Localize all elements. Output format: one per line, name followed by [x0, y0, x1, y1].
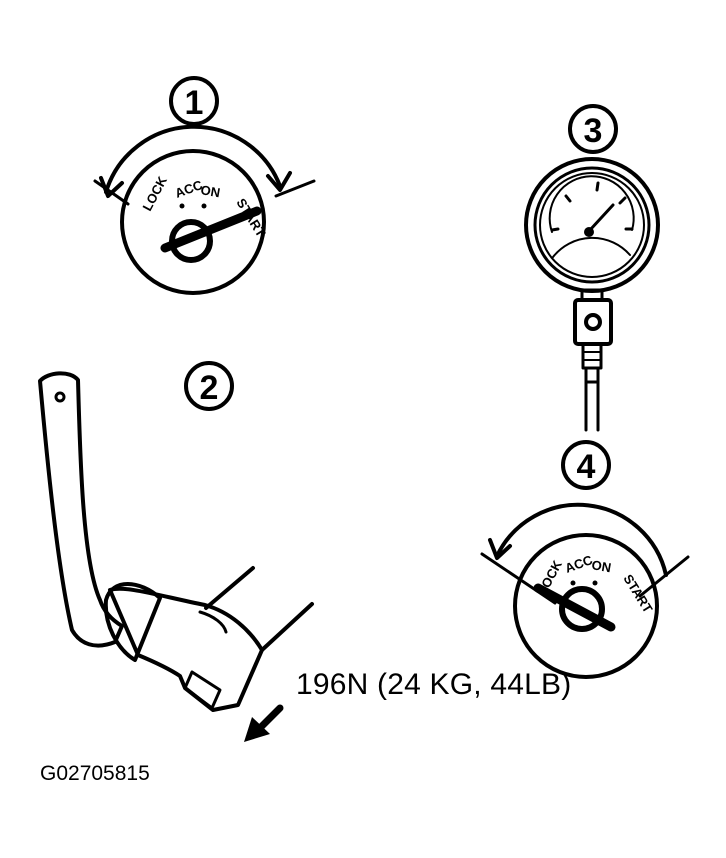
down-left-arrow-icon — [244, 704, 284, 742]
callout-4-label: 4 — [577, 448, 596, 486]
force-label: 196N (24 KG, 44LB) — [296, 668, 572, 701]
switch1-on-label: ON — [199, 182, 221, 200]
callout-1: 1 — [169, 76, 219, 126]
ignition-switch-icon: LOCK ACC ON START — [480, 502, 690, 679]
ignition-switch-icon: LOCK ACC ON START — [93, 124, 316, 295]
brake-pedal-icon — [38, 371, 314, 712]
pressure-gauge-icon — [524, 157, 660, 432]
callout-1-label: 1 — [185, 84, 204, 122]
callout-3: 3 — [568, 104, 618, 154]
callout-2: 2 — [184, 361, 234, 411]
switch2-acc-label: ACC — [563, 552, 595, 576]
figure-id: G02705815 — [40, 762, 150, 785]
callout-3-label: 3 — [584, 112, 603, 150]
switch2-lock-label: LOCK — [534, 557, 565, 597]
switch1-lock-label: LOCK — [139, 173, 170, 213]
callout-2-label: 2 — [200, 369, 219, 407]
switch2-on-label: ON — [590, 557, 612, 575]
callout-4: 4 — [561, 440, 611, 490]
